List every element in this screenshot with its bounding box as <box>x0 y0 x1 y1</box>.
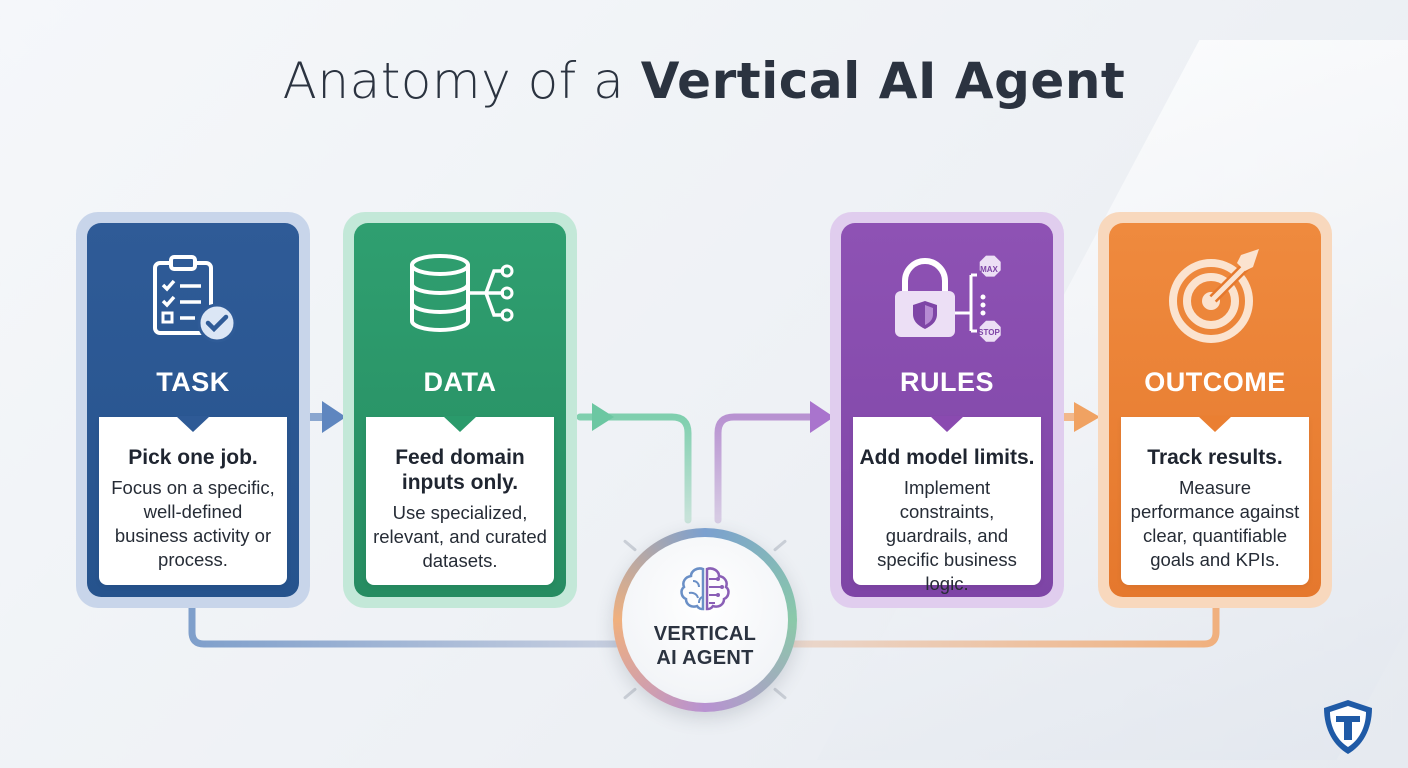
connector-task-data <box>308 413 324 421</box>
title-light: Anatomy of a <box>282 52 641 110</box>
data-text: Use specialized, relevant, and curated d… <box>373 502 547 571</box>
task-text: Focus on a specific, well-defined busine… <box>111 477 275 570</box>
target-arrow-icon <box>1165 245 1265 349</box>
connector-task-hub <box>188 596 620 648</box>
arrow-data <box>592 403 614 431</box>
database-network-icon <box>402 251 518 345</box>
data-card-header: DATA <box>354 223 566 417</box>
brain-circuit-icon <box>679 565 731 615</box>
rules-card: MAX STOP RULES Add model limits. Impleme… <box>830 212 1064 608</box>
data-heading: Feed domain inputs only. <box>395 446 525 494</box>
rules-card-header: MAX STOP RULES <box>841 223 1053 417</box>
shield-logo-icon <box>1318 698 1378 760</box>
hub-label-line1: VERTICAL <box>653 623 757 645</box>
task-card-header: TASK <box>87 223 299 417</box>
outcome-heading: Track results. <box>1147 446 1283 469</box>
lock-shield-stop-icon: MAX STOP <box>887 247 1007 351</box>
rules-label: RULES <box>899 367 994 397</box>
connector-hub-outcome <box>790 596 1220 648</box>
arrow-task <box>322 401 346 433</box>
max-sign-text: MAX <box>980 265 998 274</box>
rules-text: Implement constraints, guardrails, and s… <box>877 477 1017 594</box>
stop-sign-text: STOP <box>978 328 1000 337</box>
hub-label-line2: AI AGENT <box>656 647 754 669</box>
outcome-card-body: Track results. Measure performance again… <box>1121 417 1309 585</box>
rules-heading: Add model limits. <box>859 446 1035 469</box>
data-card: DATA Feed domain inputs only. Use specia… <box>343 212 577 608</box>
connector-hub-rules <box>714 413 816 524</box>
connector-data-hub <box>576 413 692 524</box>
outcome-text: Measure performance against clear, quant… <box>1130 477 1300 570</box>
rules-card-body: Add model limits. Implement constraints,… <box>853 417 1041 594</box>
arrow-outcome <box>1074 402 1100 432</box>
task-heading: Pick one job. <box>128 446 258 469</box>
outcome-card-header: OUTCOME <box>1109 223 1321 417</box>
page-title: Anatomy of a Vertical AI Agent <box>0 52 1408 110</box>
title-bold: Vertical AI Agent <box>640 52 1126 110</box>
outcome-label: OUTCOME <box>1144 367 1286 397</box>
outcome-card: OUTCOME Track results. Measure performan… <box>1098 212 1332 608</box>
task-card-body: Pick one job. Focus on a specific, well-… <box>99 417 287 585</box>
clipboard-checklist-icon <box>145 251 241 351</box>
data-card-body: Feed domain inputs only. Use specialized… <box>366 417 554 585</box>
data-label: DATA <box>423 367 497 397</box>
hub-label: VERTICAL AI AGENT <box>622 622 788 670</box>
task-label: TASK <box>156 367 230 397</box>
connector-rules-outcome <box>1062 413 1076 421</box>
task-card: TASK Pick one job. Focus on a specific, … <box>76 212 310 608</box>
arrow-rules <box>810 401 834 433</box>
vertical-ai-agent-hub: VERTICAL AI AGENT <box>613 528 797 712</box>
